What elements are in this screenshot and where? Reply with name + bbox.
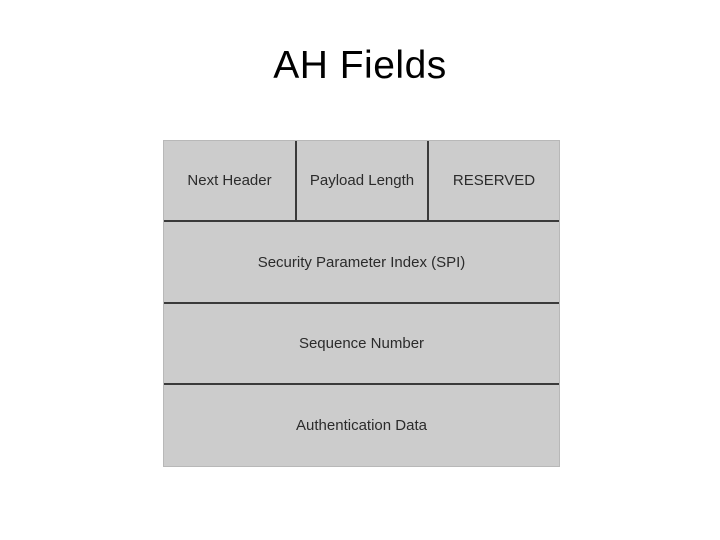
field-cell-security-parameter-index: Security Parameter Index (SPI) — [257, 253, 466, 271]
field-cell-reserved: RESERVED — [452, 172, 536, 189]
table-row: Authentication Data — [164, 385, 559, 466]
page-title: AH Fields — [273, 44, 447, 87]
table-row: Next Header Payload Length RESERVED — [164, 141, 559, 222]
table-row: Sequence Number — [164, 304, 559, 385]
field-cell-next-header: Next Header — [164, 141, 297, 220]
ah-fields-diagram: Next Header Payload Length RESERVED Secu… — [163, 140, 560, 467]
table-row: Security Parameter Index (SPI) — [164, 222, 559, 304]
field-cell-payload-length: Payload Length — [297, 141, 429, 220]
field-cell-authentication-data: Authentication Data — [296, 417, 427, 434]
field-cell-sequence-number: Sequence Number — [298, 335, 425, 352]
